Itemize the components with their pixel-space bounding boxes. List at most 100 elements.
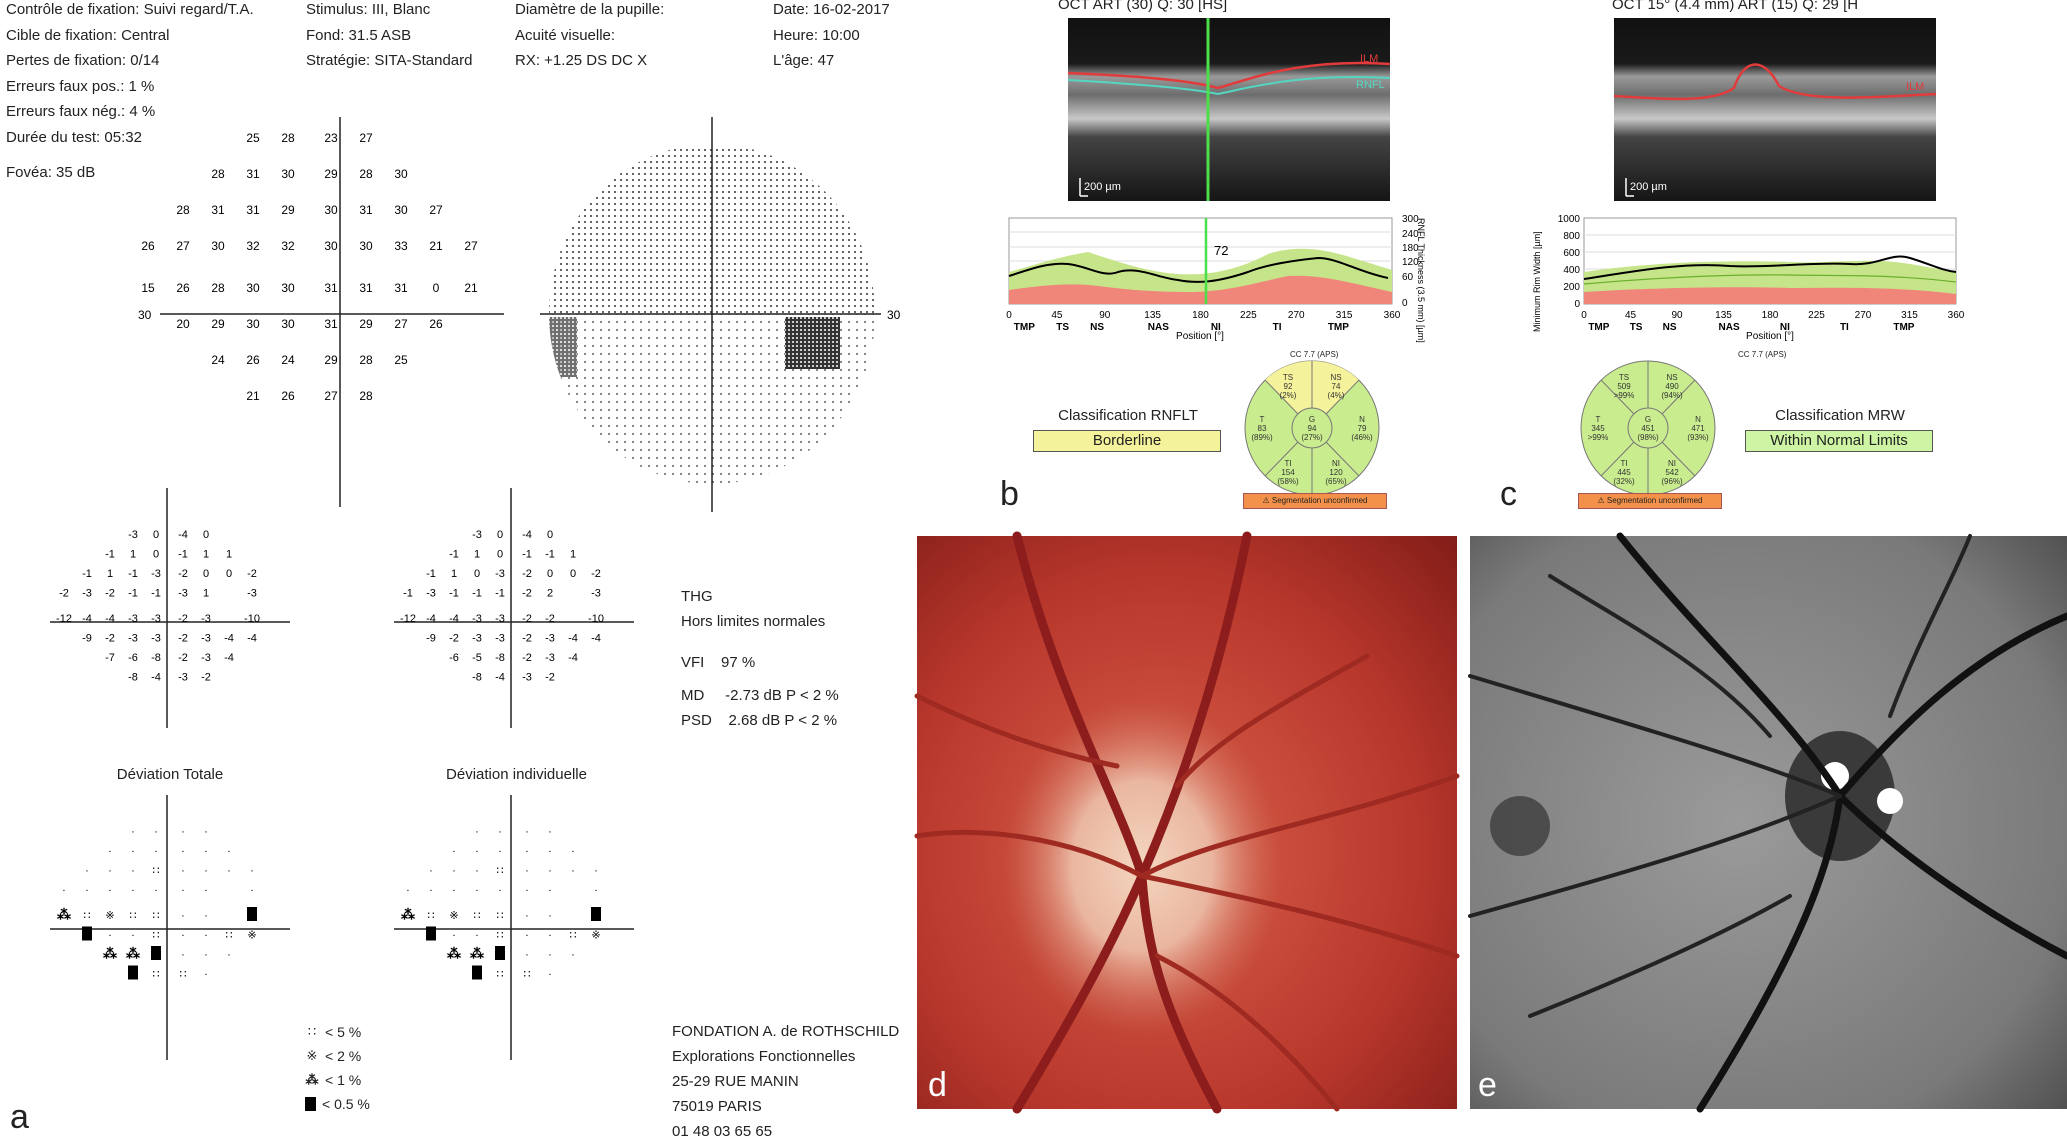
oct-b-bscan: ILM RNFL 200 µm bbox=[1067, 18, 1391, 201]
prob-symbol: ∷ bbox=[130, 910, 137, 922]
prob-symbol: · bbox=[475, 885, 479, 897]
x-tick-label: 135 bbox=[1715, 310, 1732, 321]
svg-text:(46%): (46%) bbox=[1351, 433, 1373, 442]
prob-symbol: · bbox=[181, 846, 185, 858]
deviation-value: -8 bbox=[495, 652, 505, 664]
deviation-value: -1 bbox=[522, 549, 532, 561]
panel-label-d: d bbox=[928, 1066, 947, 1104]
x-tick-label: 45 bbox=[1051, 310, 1063, 321]
deviation-value: -9 bbox=[82, 633, 92, 645]
prob-symbol: · bbox=[429, 865, 433, 877]
legend-item: ∷< 5 % bbox=[305, 1020, 370, 1044]
mrw-ylabel: Minimum Rim Width [µm] bbox=[1532, 231, 1542, 332]
deviation-value: -5 bbox=[472, 652, 482, 664]
svg-text:94: 94 bbox=[1308, 424, 1317, 433]
deviation-value: -4 bbox=[224, 652, 234, 664]
svg-text:(65%): (65%) bbox=[1325, 477, 1347, 486]
deviation-value: -2 bbox=[449, 633, 459, 645]
svg-text:G: G bbox=[1645, 415, 1651, 424]
prob-symbol: · bbox=[204, 930, 208, 942]
svg-text:TS: TS bbox=[1619, 373, 1629, 382]
threshold-value: 27 bbox=[429, 203, 443, 217]
deviation-value: -4 bbox=[568, 633, 578, 645]
threshold-axis-left: 30 bbox=[138, 308, 152, 322]
prob-solid-square bbox=[247, 907, 257, 921]
deviation-value: -10 bbox=[244, 613, 260, 625]
x-tick-label: 225 bbox=[1808, 310, 1825, 321]
institution-address: FONDATION A. de ROTHSCHILD Explorations … bbox=[672, 1023, 900, 1140]
x-tick-label: 360 bbox=[1384, 310, 1401, 321]
prob-symbol: · bbox=[452, 865, 456, 877]
deviation-value: -1 bbox=[82, 568, 92, 580]
prob-symbol: ⁂ bbox=[447, 945, 461, 961]
svg-text:490: 490 bbox=[1665, 382, 1679, 391]
deviation-value: -4 bbox=[591, 633, 601, 645]
prob-symbol: ※ bbox=[247, 930, 256, 942]
svg-text:(96%): (96%) bbox=[1661, 477, 1683, 486]
deviation-value: -2 bbox=[522, 568, 532, 580]
prob-symbol: · bbox=[525, 826, 529, 838]
dots-icon: ∷ bbox=[307, 1024, 317, 1039]
deviation-value: -3 bbox=[495, 613, 505, 625]
oct-b-title: OCT ART (30) Q: 30 [HS] bbox=[1058, 0, 1228, 13]
fovea: Fovéa: 35 dB bbox=[6, 164, 96, 181]
sector-label: NAS bbox=[1148, 322, 1169, 333]
svg-text:120: 120 bbox=[1329, 468, 1343, 477]
prob-symbol: · bbox=[181, 885, 185, 897]
threshold-value: 31 bbox=[394, 281, 408, 295]
prob-symbol: ※ bbox=[591, 930, 600, 942]
prob-symbol: · bbox=[181, 949, 185, 961]
prob-symbol: · bbox=[525, 885, 529, 897]
x-tick-label: 0 bbox=[1581, 310, 1587, 321]
scale-bar-label: 200 µm bbox=[1084, 181, 1121, 193]
svg-text:TI: TI bbox=[1284, 459, 1291, 468]
threshold-value: 28 bbox=[211, 281, 225, 295]
deviation-value: 0 bbox=[474, 568, 480, 580]
deviation-value: -12 bbox=[56, 613, 72, 625]
deviation-value: -3 bbox=[82, 588, 92, 600]
threshold-value: 24 bbox=[211, 353, 225, 367]
deviation-value: -7 bbox=[105, 652, 115, 664]
threshold-value: 26 bbox=[141, 239, 155, 253]
prob-solid-square bbox=[495, 946, 505, 960]
deviation-value: -1 bbox=[449, 549, 459, 561]
threshold-value: 30 bbox=[394, 203, 408, 217]
deviation-value: -4 bbox=[522, 529, 532, 541]
sector-label: TMP bbox=[1893, 322, 1914, 333]
svg-text:(4%): (4%) bbox=[1328, 391, 1345, 400]
prob-solid-square bbox=[128, 965, 138, 980]
deviation-value: -4 bbox=[495, 672, 505, 684]
prob-symbol: · bbox=[571, 865, 575, 877]
threshold-value: 31 bbox=[211, 203, 225, 217]
x-tick-label: 180 bbox=[1762, 310, 1779, 321]
deviation-value: -6 bbox=[449, 652, 459, 664]
prob-symbol: · bbox=[525, 949, 529, 961]
svg-text:0: 0 bbox=[1402, 298, 1408, 309]
prob-symbol: ⁂ bbox=[57, 906, 71, 922]
md-value: -2.73 dB P < 2 % bbox=[725, 687, 839, 704]
mrw-profile-chart: Minimum Rim Width [µm] 1000 800 600 400 … bbox=[1532, 214, 1965, 342]
deviation-value: -3 bbox=[151, 568, 161, 580]
deviation-value: -3 bbox=[178, 588, 188, 600]
deviation-value: -2 bbox=[178, 633, 188, 645]
prob-symbol: · bbox=[108, 930, 112, 942]
threshold-value: 30 bbox=[324, 203, 338, 217]
svg-text:>99%: >99% bbox=[1588, 433, 1609, 442]
svg-text:N: N bbox=[1359, 415, 1365, 424]
panel-label-e: e bbox=[1478, 1066, 1497, 1104]
threshold-value: 30 bbox=[359, 239, 373, 253]
svg-text:N: N bbox=[1695, 415, 1701, 424]
prob-symbol: ⁂ bbox=[103, 945, 117, 961]
sector-label: TI bbox=[1273, 322, 1282, 333]
prob-symbol: ∷ bbox=[153, 865, 160, 877]
deviation-value: 0 bbox=[153, 529, 159, 541]
prob-symbol: · bbox=[525, 910, 529, 922]
deviation-value: -1 bbox=[151, 588, 161, 600]
fixation-losses: Pertes de fixation: 0/14 bbox=[6, 52, 160, 69]
svg-text:(58%): (58%) bbox=[1277, 477, 1299, 486]
